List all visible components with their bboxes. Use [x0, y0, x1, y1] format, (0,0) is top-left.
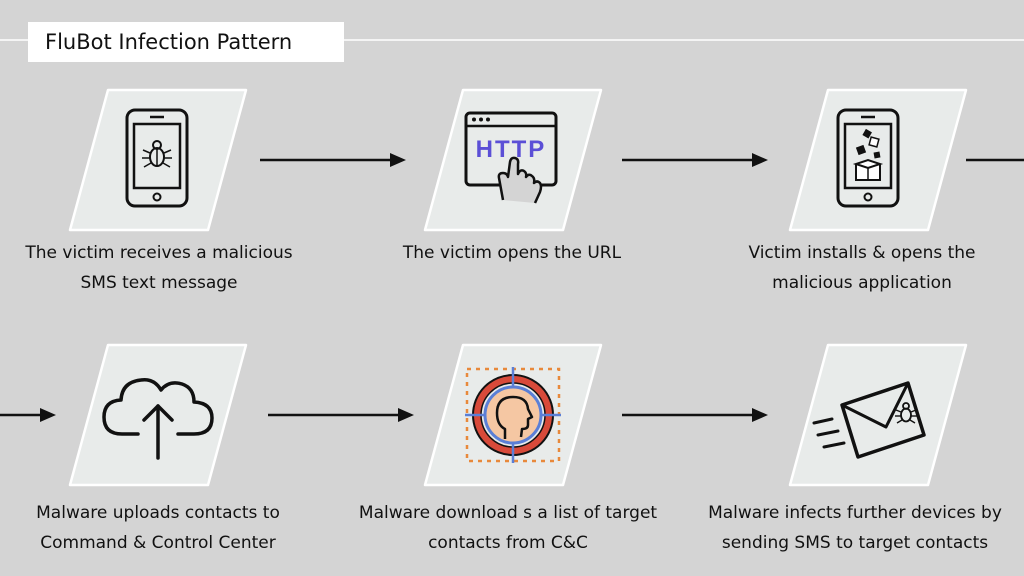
http-label: HTTP — [476, 136, 547, 163]
arrow-5-to-6 — [622, 408, 768, 422]
arrow-3-continue — [966, 158, 1024, 162]
target-person-icon — [465, 367, 561, 463]
step-5-caption: Malware download s a list of target cont… — [358, 503, 658, 553]
cloud-upload-icon — [102, 377, 214, 460]
http-click-icon: HTTP — [464, 111, 558, 204]
step-6-caption: Malware infects further devices by sendi… — [708, 503, 1002, 553]
step-5-card — [423, 343, 603, 487]
step-4-card — [68, 343, 248, 487]
step-2-card: HTTP — [423, 88, 603, 232]
arrow-2-to-3 — [622, 153, 768, 167]
step-3-card — [788, 88, 968, 232]
phone-app-install-icon — [836, 108, 900, 208]
step-4-caption: Malware uploads contacts to Command & Co… — [36, 503, 280, 553]
arrow-1-to-2 — [260, 153, 406, 167]
diagram-title: FluBot Infection Pattern — [28, 22, 344, 62]
title-divider — [0, 39, 1024, 41]
step-1-card — [68, 88, 248, 232]
step-6-card — [788, 343, 968, 487]
step-2-caption: The victim opens the URL — [402, 243, 622, 263]
infected-mail-icon — [812, 381, 926, 459]
arrow-continue-to-4 — [0, 408, 56, 422]
arrow-4-to-5 — [268, 408, 414, 422]
step-1-caption: The victim receives a malicious SMS text… — [25, 243, 293, 293]
step-3-caption: Victim installs & opens the malicious ap… — [748, 243, 976, 293]
infected-phone-icon — [125, 108, 189, 208]
